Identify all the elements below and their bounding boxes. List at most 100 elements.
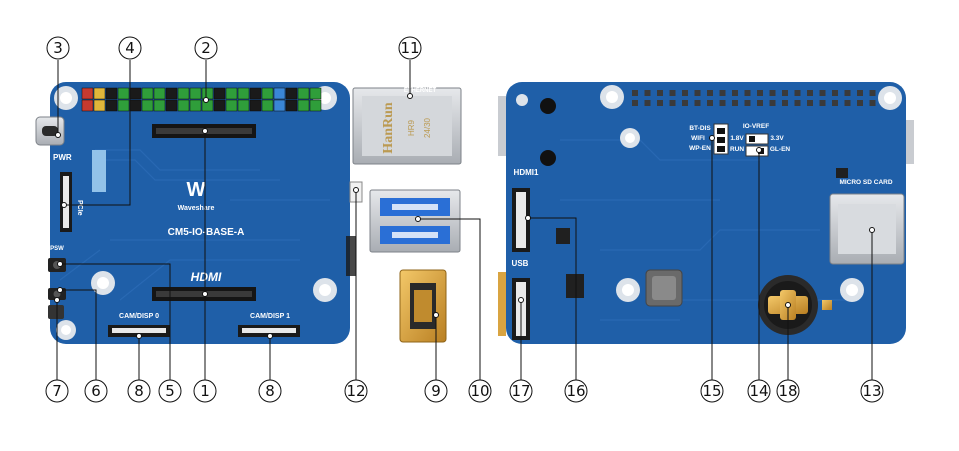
back-header-pin <box>719 100 726 106</box>
svg-text:PCIe: PCIe <box>76 200 83 216</box>
callout-7: 7 <box>45 379 69 403</box>
back-header-pin <box>844 100 851 106</box>
svg-text:7: 7 <box>52 382 62 400</box>
gpio-pin <box>297 99 310 112</box>
svg-text:6: 6 <box>91 382 101 400</box>
callout-6: 6 <box>84 379 108 403</box>
callout-16: 16 <box>564 379 588 403</box>
back-pcb <box>506 82 906 344</box>
gpio-pin <box>309 99 322 112</box>
gpio-pin <box>105 87 118 100</box>
back-header-pin <box>807 100 813 106</box>
svg-text:W: W <box>187 179 206 201</box>
back-header-pin <box>682 90 688 96</box>
svg-text:WP-EN: WP-EN <box>689 145 711 152</box>
callout-8a: 8 <box>127 379 151 403</box>
back-header-pin <box>657 90 663 96</box>
gpio-pin <box>141 99 154 112</box>
svg-text:GL-EN: GL-EN <box>770 146 791 153</box>
callout-14: 14 <box>747 379 771 403</box>
back-header-pin <box>744 100 751 106</box>
waveshare-logo: W Waveshare <box>178 179 215 212</box>
callout-9: 9 <box>424 379 448 403</box>
back-header-pin <box>819 90 826 96</box>
gpio-pin <box>285 99 298 112</box>
front-pcb <box>50 82 350 344</box>
gpio-pin <box>117 87 130 100</box>
svg-text:WIFI: WIFI <box>691 135 705 142</box>
hdmi-logo: HDMI <box>191 270 222 284</box>
back-header-pins <box>632 90 876 106</box>
back-header-pin <box>869 100 876 106</box>
svg-text:8: 8 <box>265 382 275 400</box>
gpio-pin <box>285 87 298 100</box>
gpio-pin <box>129 87 142 100</box>
gpio-pin <box>237 99 250 112</box>
back-header-pin <box>744 90 751 96</box>
callout-dots <box>54 93 875 339</box>
pwr-label: PWR <box>53 153 72 162</box>
callout-8b: 8 <box>258 379 282 403</box>
gpio-pin <box>117 99 130 112</box>
callout-1: 1 <box>193 379 217 403</box>
back-header-pin <box>769 100 776 106</box>
back-header-pin <box>632 90 638 96</box>
gpio-pin <box>105 99 118 112</box>
callout-2: 2 <box>194 36 218 60</box>
back-header-pin <box>657 100 663 106</box>
gpio-pin <box>213 99 226 112</box>
svg-text:IO-VREF: IO-VREF <box>743 123 769 130</box>
gpio-pin <box>249 99 262 112</box>
gpio-pin <box>177 87 190 100</box>
back-mounting-holes <box>516 85 902 302</box>
back-header-pin <box>769 90 776 96</box>
svg-text:3.3V: 3.3V <box>770 135 784 142</box>
svg-text:12: 12 <box>346 382 365 400</box>
svg-text:4: 4 <box>125 39 135 57</box>
gpio-pin <box>93 87 106 100</box>
back-header-pin <box>844 90 851 96</box>
gpio-pin <box>225 99 238 112</box>
svg-text:5: 5 <box>165 382 175 400</box>
back-header-pin <box>732 90 738 96</box>
back-board: HDMI1 USB BT-DIS WIFI WP-EN IO-VREF 1.8V… <box>498 82 914 344</box>
back-header-pin <box>857 90 863 96</box>
gpio-pin <box>261 99 274 112</box>
callout-4: 4 <box>118 36 142 60</box>
gpio-pin <box>249 87 262 100</box>
back-header-pin <box>707 90 713 96</box>
gpio-pin <box>225 87 238 100</box>
svg-text:14: 14 <box>749 382 768 400</box>
gpio-pin <box>153 87 166 100</box>
back-header-pin <box>857 100 863 106</box>
callout-5: 5 <box>158 379 182 403</box>
gpio-pin <box>165 87 178 100</box>
svg-text:Waveshare: Waveshare <box>178 205 215 212</box>
svg-text:24/30: 24/30 <box>423 117 432 138</box>
svg-text:17: 17 <box>511 382 530 400</box>
back-header-pin <box>832 90 838 96</box>
svg-text:10: 10 <box>470 382 489 400</box>
callout-12: 12 <box>344 379 368 403</box>
svg-text:HDMI0: HDMI0 <box>411 256 436 265</box>
svg-text:HDMI1: HDMI1 <box>514 168 539 177</box>
back-header-pin <box>644 90 651 96</box>
callout-15: 15 <box>700 379 724 403</box>
svg-text:ETHERNET: ETHERNET <box>404 88 437 94</box>
back-header-pin <box>707 100 713 106</box>
svg-text:18: 18 <box>778 382 797 400</box>
back-header-pin <box>782 100 788 106</box>
model-label: CM5-IO-BASE-A <box>168 227 245 238</box>
front-board: PWR PCIe W Waveshare CM5-IO-BASE-A HDMI … <box>35 82 462 344</box>
svg-text:11: 11 <box>400 39 419 57</box>
gpio-pin <box>81 87 94 100</box>
back-header-pin <box>682 100 688 106</box>
svg-text:13: 13 <box>862 382 881 400</box>
gpio-pin <box>141 87 154 100</box>
gpio-pin <box>189 99 202 112</box>
svg-text:HR9: HR9 <box>407 119 416 136</box>
svg-text:2: 2 <box>201 39 211 57</box>
gpio-pin <box>177 99 190 112</box>
svg-text:BT-DIS: BT-DIS <box>689 125 711 132</box>
